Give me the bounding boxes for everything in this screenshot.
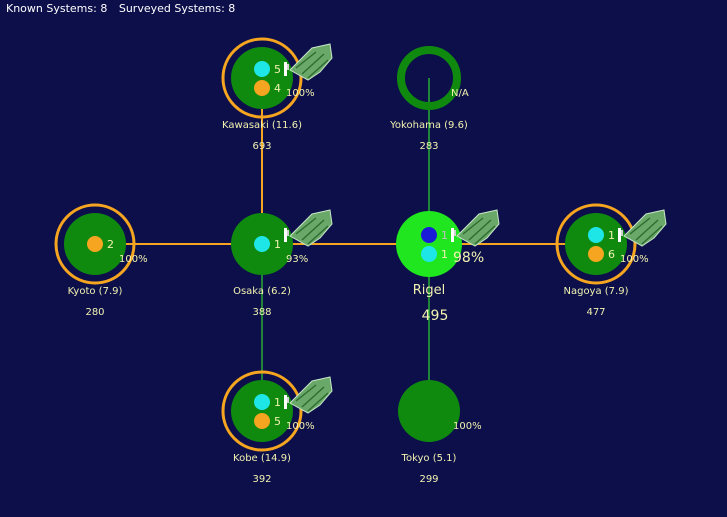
system-kyoto[interactable]: 2 100% Kyoto (7.9) 280 bbox=[54, 203, 148, 318]
ship-detail bbox=[629, 217, 663, 245]
survey-percent: 100% bbox=[286, 421, 315, 432]
ship-detail bbox=[295, 384, 329, 412]
systems-layer: 5 4 100% Kawasaki (11.6) 693 N/A Yokohama (9.6… bbox=[54, 37, 667, 485]
surveyed-systems-count: Surveyed Systems: 8 bbox=[118, 2, 236, 15]
ship-detail bbox=[295, 51, 329, 79]
system-value: 693 bbox=[252, 141, 271, 152]
survey-percent: 100% bbox=[119, 254, 148, 265]
planet-unexplored[interactable] bbox=[397, 46, 461, 110]
cyan-unit-count: 1 bbox=[608, 229, 615, 242]
cyan-unit-count: 1 bbox=[441, 248, 448, 261]
ship-detail bbox=[295, 217, 329, 245]
orange-unit-count: 4 bbox=[274, 82, 281, 95]
cyan-unit-dot bbox=[588, 227, 604, 243]
ship-flag bbox=[621, 230, 623, 236]
system-value: 477 bbox=[586, 307, 605, 318]
system-name: Yokohama (9.6) bbox=[389, 120, 468, 131]
system-name: Nagoya (7.9) bbox=[563, 286, 628, 297]
ship-mast bbox=[284, 62, 287, 76]
system-osaka[interactable]: 1 93% Osaka (6.2) 388 bbox=[231, 209, 333, 318]
system-yokohama[interactable]: N/A Yokohama (9.6) 283 bbox=[389, 46, 469, 152]
lanes-layer bbox=[95, 78, 596, 411]
orange-unit-count: 5 bbox=[274, 415, 281, 428]
fleet-ring bbox=[54, 203, 136, 285]
planet[interactable] bbox=[565, 213, 627, 275]
system-value: 280 bbox=[85, 307, 104, 318]
planet[interactable] bbox=[398, 380, 460, 442]
planet[interactable] bbox=[231, 380, 293, 442]
cyan-unit-dot bbox=[421, 246, 437, 262]
cyan-unit-dot bbox=[254, 394, 270, 410]
fleet-ship-icon[interactable] bbox=[618, 209, 667, 247]
ship-flag bbox=[287, 230, 289, 236]
system-name: Kobe (14.9) bbox=[233, 453, 291, 464]
known-systems-count: Known Systems: 8 bbox=[6, 2, 108, 15]
ship-detail bbox=[462, 217, 496, 245]
ship-mast bbox=[618, 228, 621, 242]
ship-mast bbox=[284, 228, 287, 242]
survey-percent: 100% bbox=[620, 254, 649, 265]
header-status: Known Systems: 8 Surveyed Systems: 8 bbox=[6, 2, 243, 15]
fleet-ring bbox=[555, 203, 637, 285]
system-name: Tokyo (5.1) bbox=[401, 453, 457, 464]
ship-wing bbox=[289, 376, 333, 414]
system-value: 388 bbox=[252, 307, 271, 318]
survey-percent: 98% bbox=[453, 250, 484, 266]
blue-unit-dot bbox=[421, 227, 437, 243]
ship-flag bbox=[287, 64, 289, 70]
system-rigel[interactable]: 1 1 98% Rigel 495 bbox=[396, 209, 500, 324]
cyan-unit-dot bbox=[254, 236, 270, 252]
fleet-ship-icon[interactable] bbox=[284, 209, 333, 247]
cyan-unit-count: 1 bbox=[274, 396, 281, 409]
blue-unit-count: 1 bbox=[441, 229, 448, 242]
ship-wing bbox=[456, 209, 500, 247]
system-kobe[interactable]: 1 5 100% Kobe (14.9) 392 bbox=[221, 370, 333, 485]
ship-mast bbox=[451, 228, 454, 242]
system-value: 495 bbox=[422, 308, 449, 324]
system-value: 392 bbox=[252, 474, 271, 485]
ship-flag bbox=[287, 397, 289, 403]
orange-unit-dot bbox=[87, 236, 103, 252]
survey-percent: 100% bbox=[453, 421, 482, 432]
fleet-ring bbox=[221, 37, 303, 119]
survey-percent: N/A bbox=[451, 88, 469, 99]
ship-wing bbox=[289, 43, 333, 81]
system-name: Osaka (6.2) bbox=[233, 286, 291, 297]
fleet-ship-icon[interactable] bbox=[451, 209, 500, 247]
planet[interactable] bbox=[231, 47, 293, 109]
system-name: Rigel bbox=[413, 283, 446, 298]
orange-unit-count: 6 bbox=[608, 248, 615, 261]
fleet-ship-icon[interactable] bbox=[284, 43, 333, 81]
system-name: Kyoto (7.9) bbox=[68, 286, 123, 297]
system-name: Kawasaki (11.6) bbox=[222, 120, 302, 131]
survey-percent: 93% bbox=[286, 254, 308, 265]
system-value: 283 bbox=[419, 141, 438, 152]
ship-flag bbox=[454, 230, 456, 236]
orange-unit-count: 2 bbox=[107, 238, 114, 251]
system-tokyo[interactable]: 100% Tokyo (5.1) 299 bbox=[398, 380, 482, 485]
system-nagoya[interactable]: 1 6 100% Nagoya (7.9) 477 bbox=[555, 203, 667, 318]
system-value: 299 bbox=[419, 474, 438, 485]
orange-unit-dot bbox=[254, 80, 270, 96]
cyan-unit-count: 5 bbox=[274, 63, 281, 76]
survey-percent: 100% bbox=[286, 88, 315, 99]
fleet-ship-icon[interactable] bbox=[284, 376, 333, 414]
cyan-unit-count: 1 bbox=[274, 238, 281, 251]
planet[interactable] bbox=[396, 211, 462, 277]
cyan-unit-dot bbox=[254, 61, 270, 77]
ship-mast bbox=[284, 395, 287, 409]
system-kawasaki[interactable]: 5 4 100% Kawasaki (11.6) 693 bbox=[221, 37, 333, 152]
orange-unit-dot bbox=[588, 246, 604, 262]
ship-wing bbox=[289, 209, 333, 247]
orange-unit-dot bbox=[254, 413, 270, 429]
ship-wing bbox=[623, 209, 667, 247]
fleet-ring bbox=[221, 370, 303, 452]
